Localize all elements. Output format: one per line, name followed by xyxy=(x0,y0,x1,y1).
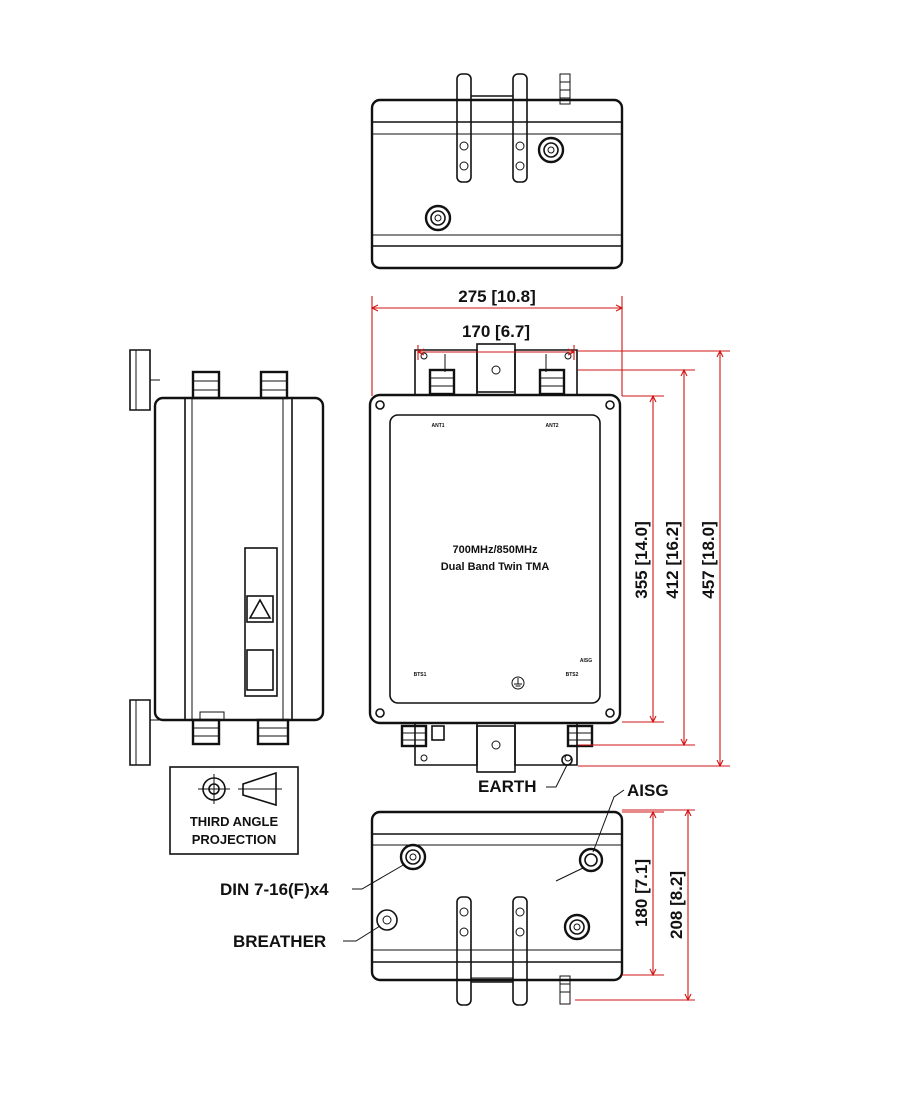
mounting-bracket xyxy=(129,349,160,766)
dim-body-depth: 180 [7.1] xyxy=(622,810,664,977)
dim-overall-width: 275 [10.8] xyxy=(370,287,624,396)
din-connector xyxy=(538,368,566,396)
din-connector xyxy=(259,370,289,400)
din-connector xyxy=(537,136,565,164)
callout-earth: EARTH xyxy=(478,764,568,796)
callout-din-label: DIN 7-16(F)x4 xyxy=(220,880,329,899)
din-connector xyxy=(399,843,427,871)
projection-symbol: THIRD ANGLE PROJECTION xyxy=(169,766,299,855)
projection-label-line1: THIRD ANGLE xyxy=(190,814,279,829)
front-view: ANT1 ANT2 BTS1 BTS2 AISG 700MHz/850MHz D… xyxy=(368,343,622,773)
dim-label: 275 [10.8] xyxy=(458,287,536,306)
callout-din: DIN 7-16(F)x4 xyxy=(220,863,406,899)
product-title-line2: Dual Band Twin TMA xyxy=(441,561,550,573)
din-connector xyxy=(566,724,594,748)
aisg-connector xyxy=(555,847,604,882)
din-connector xyxy=(256,718,290,746)
mounting-bracket xyxy=(456,896,571,1006)
din-connector xyxy=(563,913,591,941)
din-connector xyxy=(424,204,452,232)
port-label-ant2: ANT2 xyxy=(545,423,558,429)
warning-label-icon xyxy=(246,595,274,623)
third-angle-projection-icon xyxy=(198,771,282,807)
din-connector xyxy=(428,368,456,396)
dim-body-height: 355 [14.0] xyxy=(622,394,664,724)
port-label-bts1: BTS1 xyxy=(414,672,427,678)
din-connector xyxy=(191,718,221,746)
din-connector xyxy=(400,724,428,748)
callout-earth-label: EARTH xyxy=(478,777,537,796)
din-connector xyxy=(191,370,221,400)
dim-label: 457 [18.0] xyxy=(699,521,718,599)
projection-label-line2: PROJECTION xyxy=(192,832,277,847)
breather-valve-icon xyxy=(431,725,445,741)
side-view xyxy=(129,349,325,766)
top-view xyxy=(370,73,624,270)
callout-aisg: AISG xyxy=(592,781,669,853)
bottom-view xyxy=(370,810,624,1006)
dim-label: 170 [6.7] xyxy=(462,322,530,341)
dim-label: 412 [16.2] xyxy=(663,521,682,599)
port-label-bts2: BTS2 xyxy=(566,672,579,678)
dim-overall-depth: 208 [8.2] xyxy=(575,808,695,1002)
port-label-ant1: ANT1 xyxy=(431,423,444,429)
callout-aisg-label: AISG xyxy=(627,781,669,800)
dim-overall-height: 457 [18.0] xyxy=(578,349,730,768)
mounting-bracket xyxy=(456,73,571,183)
dim-label: 355 [14.0] xyxy=(632,521,651,599)
product-title-line1: 700MHz/850MHz xyxy=(453,544,538,556)
dim-label: 208 [8.2] xyxy=(667,871,686,939)
port-label-aisg: AISG xyxy=(580,658,592,664)
callout-breather-label: BREATHER xyxy=(233,932,326,951)
dim-bracket-spacing: 170 [6.7] xyxy=(416,322,576,360)
mounting-bracket xyxy=(414,343,578,395)
dim-label: 180 [7.1] xyxy=(632,859,651,927)
mounting-bracket xyxy=(414,723,578,773)
dim-mid-height: 412 [16.2] xyxy=(578,368,695,747)
breather-valve-icon xyxy=(376,909,398,931)
earth-symbol-icon xyxy=(511,676,525,690)
callout-breather: BREATHER xyxy=(233,925,381,951)
